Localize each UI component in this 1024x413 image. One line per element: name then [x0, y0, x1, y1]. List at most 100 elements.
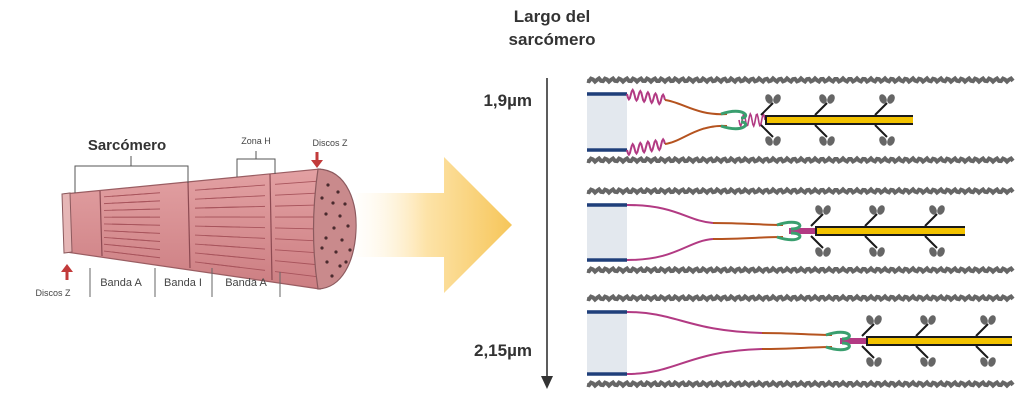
myosin-head [814, 94, 835, 116]
myosin-globule [887, 136, 895, 146]
h-zone-bracket [236, 151, 276, 177]
myosin-neck [864, 235, 878, 249]
myosin-globule [928, 357, 936, 367]
z-disc-region [587, 203, 627, 258]
z-disc-top-arrow [311, 152, 323, 168]
myosin-neck [874, 124, 888, 138]
titin-segment [761, 346, 833, 350]
actin-filament [586, 155, 1015, 165]
myosin-globule [866, 315, 874, 325]
myosin-globule [773, 136, 781, 146]
myofibril-dot [325, 260, 329, 264]
myosin-globule [920, 357, 928, 367]
myofibril-dot [326, 183, 330, 187]
titin-extended [626, 348, 763, 375]
striation-line [111, 200, 161, 204]
titin-segment [712, 222, 784, 226]
sarcomere-bracket [74, 156, 189, 193]
n2a-loop [720, 120, 747, 131]
myosin-neck [924, 235, 938, 249]
n2a-loop [776, 220, 802, 231]
myosin-globule [879, 136, 887, 146]
z-disc-bottom-arrow [61, 264, 73, 280]
striation-line [111, 244, 161, 251]
myosin-globule [920, 315, 928, 325]
myosin-head [924, 235, 945, 257]
diagram-title-line1: Largo del [514, 7, 591, 26]
myosin-head [864, 205, 885, 227]
myosin-neck [915, 345, 929, 359]
myosin-neck [810, 235, 824, 249]
myosin-globule [819, 94, 827, 104]
myosin-globule [928, 315, 936, 325]
striation-line [204, 244, 266, 250]
myosin-head [915, 315, 936, 337]
myosin-globule [819, 136, 827, 146]
myosin-globule [869, 247, 877, 257]
myosin-head [760, 94, 781, 116]
striation-line [111, 251, 161, 259]
fiber-left-end [61, 192, 73, 254]
n2a-loop [720, 109, 747, 120]
myosin-globule [815, 247, 823, 257]
striation-line [274, 238, 317, 242]
myosin-globule [980, 357, 988, 367]
striation-line [274, 204, 317, 207]
myosin-neck [924, 213, 938, 227]
myosin-globule [823, 247, 831, 257]
actin-filament [586, 75, 1015, 85]
actin-filament [586, 186, 1015, 196]
myosin-neck [975, 323, 989, 337]
band-label: Banda A [100, 277, 142, 289]
myosin-neck [861, 323, 875, 337]
myosin-globule [823, 205, 831, 215]
myofibril-dot [338, 264, 342, 268]
band-dividers [89, 268, 281, 297]
titin-segment [664, 99, 728, 116]
myofibril-dot [343, 202, 347, 206]
z-line [187, 181, 191, 269]
myosin-head [810, 235, 831, 257]
titin-segment [664, 124, 728, 145]
myosin-globule [874, 357, 882, 367]
myosin-neck [814, 124, 828, 138]
myosin-globule [929, 247, 937, 257]
titin-anchor-segment [789, 228, 815, 234]
thick-filament-core [868, 338, 1012, 344]
myosin-head [864, 235, 885, 257]
myosin-globule [773, 94, 781, 104]
h-zone-label: Zona H [241, 136, 271, 146]
striation-line [111, 237, 161, 242]
myosin-head [874, 94, 895, 116]
n2a-loop [825, 330, 851, 341]
myofibril-dot [346, 224, 350, 228]
striation-line [111, 192, 161, 197]
thick-filament-core [767, 117, 913, 123]
myosin-head [975, 345, 996, 367]
actin-filament [586, 379, 1015, 389]
myosin-globule [879, 94, 887, 104]
myosin-globule [765, 136, 773, 146]
myofibril-dot [324, 236, 328, 240]
sarcomere-label: Sarcómero [88, 137, 166, 154]
myosin-neck [760, 102, 774, 116]
myosin-globule [827, 136, 835, 146]
myosin-head [760, 124, 781, 146]
myosin-globule [929, 205, 937, 215]
fiber-striations [103, 180, 317, 277]
length-bottom-label: 2,15µm [474, 341, 532, 360]
myosin-neck [864, 213, 878, 227]
myosin-head [861, 345, 882, 367]
titin-spring [626, 137, 666, 157]
band-label: Banda I [164, 277, 202, 289]
myofibril-dot [331, 201, 335, 205]
myosin-neck [810, 213, 824, 227]
length-axis-arrow [541, 78, 553, 389]
z-line [269, 173, 273, 281]
myosin-globule [874, 315, 882, 325]
myosin-head [861, 315, 882, 337]
myofibril-dot [320, 246, 324, 250]
titin-extended [626, 311, 763, 334]
myosin-globule [937, 247, 945, 257]
myosin-globule [877, 205, 885, 215]
